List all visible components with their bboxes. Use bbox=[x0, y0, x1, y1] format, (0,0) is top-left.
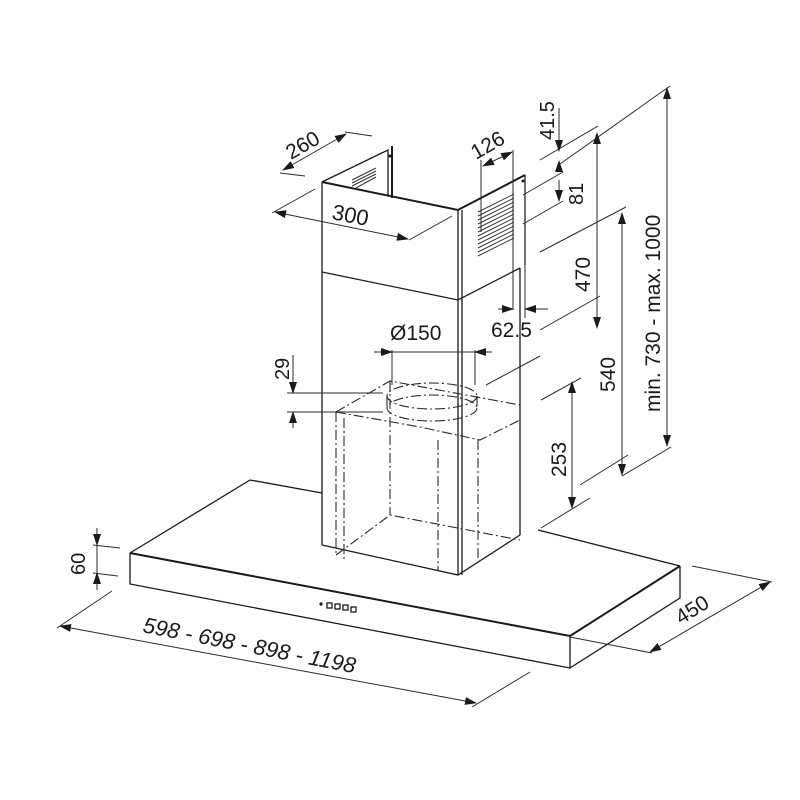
label-grille-height: 81 bbox=[566, 183, 588, 205]
rear-ventilation-grille bbox=[351, 167, 377, 189]
label-canopy-width: 598 - 698 - 898 - 1198 bbox=[141, 612, 359, 678]
control-button[interactable] bbox=[350, 606, 357, 613]
side-ventilation-grille bbox=[477, 193, 515, 257]
dimension-lower-chimney-height: 540 bbox=[485, 212, 629, 486]
label-motor-housing-height: 253 bbox=[548, 442, 571, 477]
label-chimney-width: 300 bbox=[330, 199, 371, 231]
label-canopy-depth: 450 bbox=[671, 591, 713, 629]
label-upper-chimney-height: 470 bbox=[572, 257, 595, 292]
dimension-outlet-collar-height: 29 bbox=[272, 355, 383, 428]
label-chimney-depth: 260 bbox=[282, 127, 324, 164]
motor-housing-hidden-lines bbox=[335, 380, 521, 570]
label-grille-side-offset: 62.5 bbox=[491, 319, 532, 342]
label-lower-chimney-height: 540 bbox=[597, 357, 620, 392]
dimension-outlet-diameter: Ø150 bbox=[374, 322, 492, 385]
dimension-chimney-depth: 260 bbox=[279, 127, 373, 177]
dimension-upper-chimney-height: 470 bbox=[539, 132, 627, 331]
label-grille-width: 126 bbox=[467, 127, 509, 164]
dimension-total-height: min. 730 - max. 1000 bbox=[559, 85, 672, 477]
dimension-chimney-width: 300 bbox=[271, 188, 453, 241]
dimension-grille-vertical: 41.5 81 bbox=[522, 101, 599, 225]
label-grille-top-offset: 41.5 bbox=[537, 101, 559, 140]
label-total-height: min. 730 - max. 1000 bbox=[642, 215, 665, 412]
dimension-canopy-height: 60 bbox=[68, 528, 121, 590]
label-outlet-diameter: Ø150 bbox=[390, 322, 441, 345]
lower-chimney bbox=[321, 267, 521, 576]
control-button[interactable] bbox=[334, 603, 341, 610]
label-outlet-collar-height: 29 bbox=[272, 358, 294, 380]
indicator-light-icon bbox=[319, 602, 323, 606]
control-panel bbox=[319, 602, 357, 613]
control-button[interactable] bbox=[342, 604, 349, 611]
control-button[interactable] bbox=[326, 602, 333, 609]
dimension-grille-side-offset: 62.5 bbox=[491, 175, 548, 342]
dimension-canopy-depth: 450 bbox=[569, 565, 773, 654]
dimension-motor-housing-height: 253 bbox=[540, 377, 591, 529]
label-canopy-height: 60 bbox=[68, 553, 90, 575]
dimension-canopy-width: 598 - 698 - 898 - 1198 bbox=[56, 590, 531, 708]
